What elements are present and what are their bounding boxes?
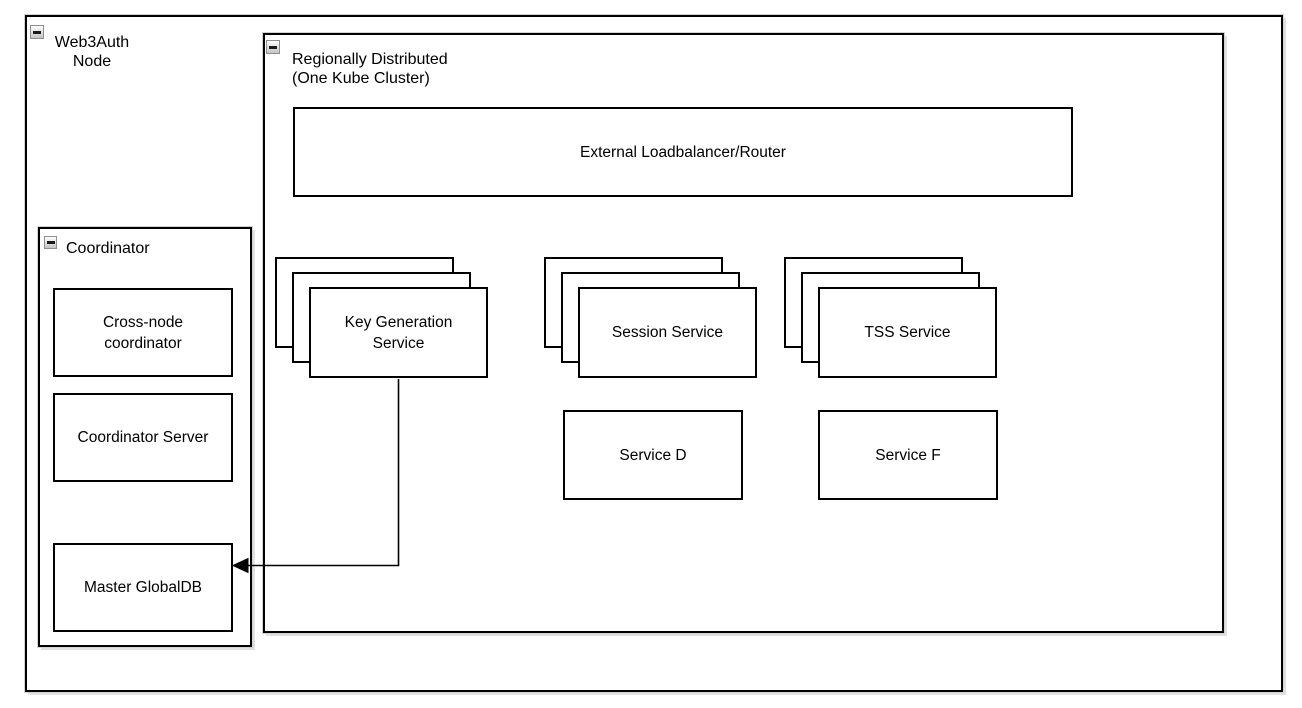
cross-node-coordinator-box[interactable]: Cross-node coordinator [53, 288, 233, 377]
coordinator-server-box[interactable]: Coordinator Server [53, 393, 233, 482]
service-f-box[interactable]: Service F [818, 410, 998, 500]
master-globaldb-label: Master GlobalDB [83, 579, 202, 596]
service-d-label: Service D [619, 446, 687, 464]
stack-session-service: Session Service [544, 257, 757, 378]
minus-icon [33, 30, 41, 34]
web3auth-node-label: Web3Auth Node [54, 34, 130, 70]
tss-service-box[interactable]: TSS Service [818, 287, 997, 378]
collapse-toggle-icon[interactable] [44, 236, 57, 249]
minus-icon [46, 241, 55, 244]
key-generation-service-box[interactable]: Key Generation Service [309, 287, 488, 378]
key-generation-service-label: Key Generation Service [344, 313, 453, 352]
web3auth-node-container[interactable]: Web3Auth Node Regionally Distributed (On… [24, 14, 1284, 693]
external-loadbalancer-label: External Loadbalancer/Router [580, 143, 786, 161]
collapse-toggle-icon[interactable] [30, 25, 44, 39]
collapse-toggle-icon[interactable] [266, 40, 280, 54]
coordinator-label: Coordinator [66, 240, 150, 257]
session-service-box[interactable]: Session Service [578, 287, 757, 378]
stack-key-generation-service: Key Generation Service [275, 257, 488, 378]
coordinator-server-label: Coordinator Server [77, 429, 209, 446]
coordinator-container[interactable]: Coordinator Cross-node coordinator Coord… [37, 226, 253, 648]
minus-icon [269, 45, 277, 49]
external-loadbalancer-box[interactable]: External Loadbalancer/Router [293, 107, 1073, 197]
region-label: Regionally Distributed (One Kube Cluster… [292, 51, 448, 87]
session-service-label: Session Service [611, 324, 724, 341]
region-container[interactable]: Regionally Distributed (One Kube Cluster… [262, 32, 1225, 634]
master-globaldb-box[interactable]: Master GlobalDB [53, 543, 233, 632]
tss-service-label: TSS Service [864, 324, 951, 341]
cross-node-coordinator-label: Cross-node coordinator [102, 313, 184, 352]
service-f-label: Service F [875, 446, 941, 464]
stack-tss-service: TSS Service [784, 257, 997, 378]
service-d-box[interactable]: Service D [563, 410, 743, 500]
